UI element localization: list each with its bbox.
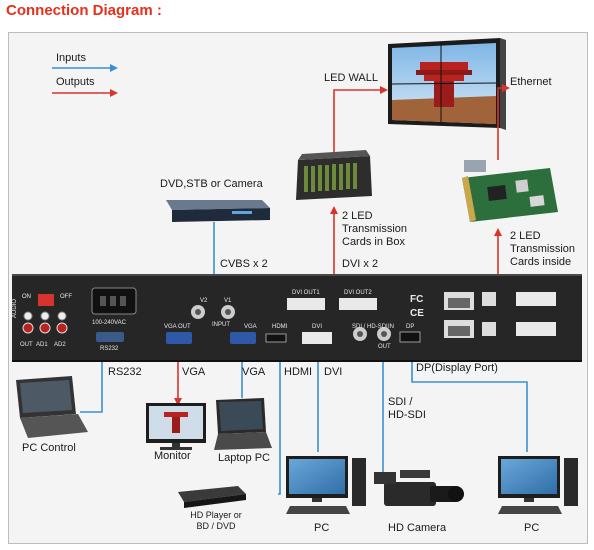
input-lines [80, 222, 528, 495]
audio-label: AUDIO [12, 298, 18, 318]
ethernet-label: Ethernet [510, 76, 552, 88]
transmission-box-image [296, 150, 372, 200]
led-wall-label: LED WALL [324, 72, 379, 84]
sdi-in-label: IN [388, 324, 394, 330]
ce-mark: CE [410, 308, 424, 319]
pc1-label: PC [314, 522, 330, 534]
dvi-out2-label: DVI OUT2 [344, 290, 372, 296]
hdmi-label: HDMI [284, 366, 313, 378]
cards-inside-label: 2 LED Transmission Cards inside [510, 230, 575, 268]
fc-mark: FC [410, 294, 424, 305]
audio-out-label: OUT [20, 342, 33, 348]
laptop-pc-label: Laptop PC [218, 452, 270, 464]
transmission-card-image [462, 160, 558, 222]
pc2-image [498, 456, 578, 514]
dvi-port-label: DVI [312, 324, 323, 330]
laptop-pc-image [214, 398, 272, 450]
rs232-label: RS232 [108, 366, 142, 378]
hd-player-image [178, 486, 246, 508]
pc-control-image [16, 376, 88, 438]
cards-in-box-label: 2 LED Transmission Cards in Box [342, 210, 407, 248]
audio-ad1-label: AD1 [36, 342, 48, 348]
vga-out-label: VGA [182, 366, 206, 378]
power-rating-label: 100-240VAC [92, 320, 126, 326]
diagram-title: Connection Diagram : [6, 2, 162, 19]
dvi-label: DVI [324, 366, 343, 378]
sdi-port-label: SDI / HD-SDI [352, 324, 388, 330]
dp-port-label: DP [406, 324, 415, 330]
sdi-out-label: OUT [378, 344, 391, 350]
legend-outputs-label: Outputs [56, 76, 95, 88]
dvd-stb-camera-label: DVD,STB or Camera [160, 178, 263, 190]
pc2-label: PC [524, 522, 540, 534]
sdi-label: SDI / HD-SDI [388, 396, 426, 421]
legend-inputs-label: Inputs [56, 52, 86, 64]
pc1-image [286, 456, 366, 514]
hd-camera-image [374, 470, 464, 506]
cvbs-label: CVBS x 2 [220, 258, 268, 270]
dvd-player-image [166, 200, 270, 222]
power-off-label: OFF [60, 294, 72, 300]
hd-camera-label: HD Camera [388, 522, 447, 534]
dp-label: DP(Display Port) [416, 362, 498, 374]
monitor-label: Monitor [154, 450, 191, 462]
hd-player-label: HD Player or BD / DVD [190, 510, 242, 531]
v2-label: V2 [200, 298, 208, 304]
hdmi-port-label: HDMI [272, 324, 288, 330]
rs232-port-label: RS232 [100, 346, 119, 352]
power-on-label: ON [22, 294, 31, 300]
legend [52, 64, 118, 97]
v1-label: V1 [224, 298, 232, 304]
led-wall-image [388, 38, 506, 130]
vga-port-label: VGA [244, 324, 257, 330]
audio-ad2-label: AD2 [54, 342, 66, 348]
vga-in-label: VGA [242, 366, 266, 378]
panel-drawing [22, 287, 556, 344]
vga-out-port-label: VGA OUT [164, 324, 191, 330]
monitor-image [146, 403, 206, 450]
pc-control-label: PC Control [22, 442, 76, 454]
processor-rear-panel: ON OFF OUT AD1 AD2 AUDIO 100-240VAC RS23… [12, 274, 582, 362]
input-label: INPUT [212, 322, 230, 328]
dvi-x2-label: DVI x 2 [342, 258, 379, 270]
dvi-out1-label: DVI OUT1 [292, 290, 320, 296]
